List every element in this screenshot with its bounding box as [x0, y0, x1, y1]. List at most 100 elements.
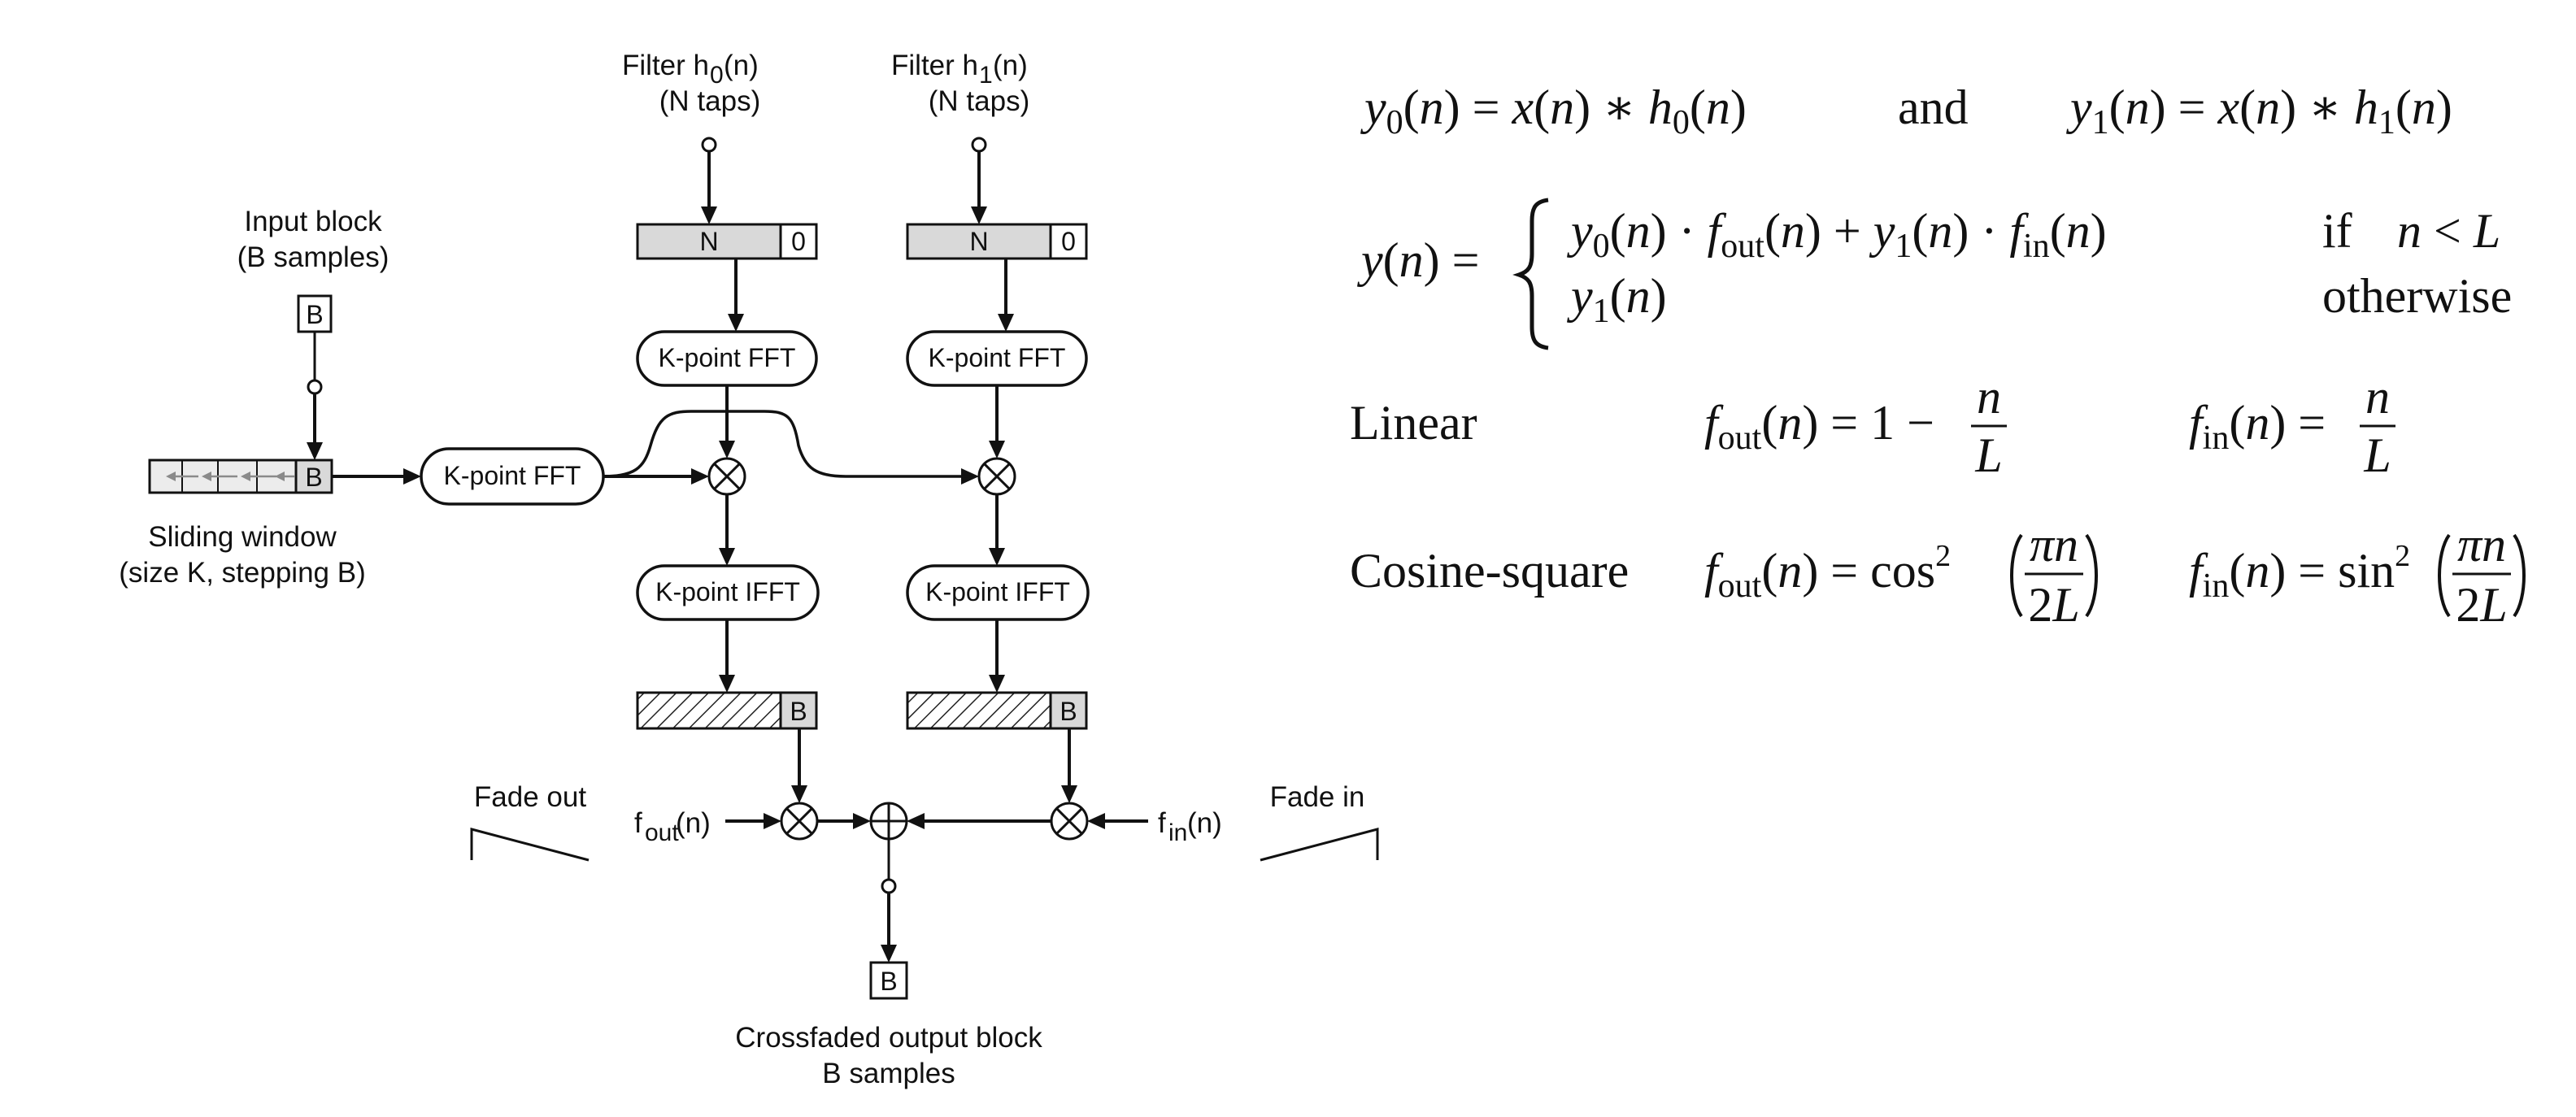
equation-connector-and: and — [1898, 80, 1969, 134]
ifft0-block: K-point IFFT — [636, 564, 820, 621]
svg-text:otherwise: otherwise — [2322, 269, 2512, 323]
svg-text:Input block: Input block — [244, 206, 382, 237]
svg-text:f: f — [1158, 807, 1166, 839]
fft-input-block: K-point FFT — [420, 447, 605, 506]
svg-text:in: in — [1168, 819, 1187, 846]
svg-text:K-point IFFT: K-point IFFT — [655, 577, 800, 606]
cosine-label: Cosine-square — [1350, 544, 1629, 598]
svg-text:n < L: n < L — [2397, 204, 2500, 258]
shift-arrow-head — [241, 472, 250, 481]
svg-text:(n): (n) — [1187, 807, 1222, 839]
filter-h0-label: Filter h 0 (n) (N taps) — [622, 50, 760, 117]
svg-text:0: 0 — [1061, 227, 1076, 256]
sum-node — [869, 802, 908, 841]
svg-text:L: L — [1974, 428, 2002, 482]
svg-text:out: out — [645, 819, 679, 846]
svg-text:B: B — [305, 463, 322, 492]
shift-arrow-head — [166, 472, 176, 481]
svg-text:0: 0 — [710, 62, 724, 89]
svg-text:K-point FFT: K-point FFT — [929, 343, 1066, 372]
fade-in-ramp — [1260, 828, 1379, 862]
svg-text:B: B — [1060, 697, 1077, 726]
svg-text:B: B — [880, 967, 897, 996]
shift-arrow-head — [202, 472, 211, 481]
svg-text:πn: πn — [2457, 518, 2506, 572]
svg-text:(B samples): (B samples) — [237, 241, 389, 273]
input-block-box: B — [297, 294, 333, 333]
input-block-node — [307, 379, 323, 395]
svg-text:y1(n): y1(n) — [1566, 269, 1667, 330]
arrowhead — [961, 468, 979, 485]
svg-text:Sliding window: Sliding window — [148, 521, 337, 553]
svg-text:0: 0 — [791, 227, 806, 256]
sliding-window-label: Sliding window (size K, stepping B) — [119, 521, 365, 589]
fade-out-ramp — [470, 828, 590, 862]
svg-text:Filter h: Filter h — [891, 50, 978, 81]
fin-label: f in (n) — [1158, 807, 1222, 846]
fft-to-mul1-path — [603, 410, 968, 478]
piecewise-equation: y(n) = y0(n) · fout(n) + y1(n) · fin(n) … — [1356, 198, 2512, 350]
svg-text:y1(n) = x(n) ∗ h1(n): y1(n) = x(n) ∗ h1(n) — [2065, 80, 2452, 141]
linear-crossfade-row: Linear fout(n) = 1 − n L fin(n) = n L — [1350, 370, 2395, 482]
svg-text:y0(n) · fout(n) + y1(n) · fi: y0(n) · fout(n) + y1(n) · fin(n) — [1566, 204, 2107, 265]
fade-out-multiply-node — [780, 802, 819, 841]
svg-text:fout(n) = 1 −: fout(n) = 1 − — [1704, 396, 1934, 457]
svg-text:K-point IFFT: K-point IFFT — [925, 577, 1070, 606]
svg-text:f: f — [634, 807, 642, 839]
filter-h0-buffer: N 0 — [636, 223, 818, 260]
svg-text:πn: πn — [2030, 518, 2078, 572]
output-label: Crossfaded output block B samples — [735, 1022, 1042, 1089]
filter-h1-tap-node — [971, 137, 987, 153]
fade-in-title: Fade in — [1270, 781, 1365, 813]
svg-text:B: B — [306, 300, 323, 329]
cosine-crossfade-row: Cosine-square fout(n) = cos2 πn 2L fin(n… — [1350, 518, 2526, 632]
svg-text:(size K, stepping B): (size K, stepping B) — [119, 557, 365, 589]
svg-text:Filter h: Filter h — [622, 50, 709, 81]
svg-text:1: 1 — [979, 62, 993, 89]
svg-text:K-point FFT: K-point FFT — [659, 343, 796, 372]
filter-h1-buffer: N 0 — [906, 223, 1088, 260]
output-block-box: B — [869, 961, 908, 1000]
svg-text:fin(n) = sin2: fin(n) = sin2 — [2189, 539, 2410, 605]
svg-text:y0(n) = x(n) ∗ h0(n): y0(n) = x(n) ∗ h0(n) — [1360, 80, 1747, 141]
svg-text:N: N — [969, 227, 988, 256]
svg-text:(n): (n) — [993, 50, 1028, 81]
multiply-node-1 — [977, 457, 1016, 496]
svg-text:fout(n) = cos2: fout(n) = cos2 — [1704, 539, 1951, 605]
svg-text:if: if — [2322, 204, 2352, 258]
svg-text:(N taps): (N taps) — [929, 85, 1029, 117]
multiply-node-0 — [707, 457, 746, 496]
svg-text:N: N — [699, 227, 718, 256]
svg-text:2L: 2L — [2028, 578, 2079, 632]
overlap-buffer-1: B — [906, 691, 1088, 730]
svg-text:(n): (n) — [724, 50, 759, 81]
svg-text:n: n — [1977, 370, 2001, 424]
svg-text:(N taps): (N taps) — [659, 85, 760, 117]
svg-text:fin(n) =: fin(n) = — [2189, 396, 2326, 457]
svg-text:L: L — [2363, 428, 2391, 482]
svg-text:B samples: B samples — [822, 1058, 955, 1089]
linear-label: Linear — [1350, 396, 1477, 450]
svg-text:Crossfaded output block: Crossfaded output block — [735, 1022, 1042, 1054]
svg-text:K-point FFT: K-point FFT — [444, 461, 581, 490]
ifft1-block: K-point IFFT — [906, 564, 1090, 621]
sliding-window-shift-arrows — [166, 472, 294, 481]
fade-out-title: Fade out — [474, 781, 586, 813]
convolution-equations: y0(n) = x(n) ∗ h0(n) and y1(n) = x(n) ∗ … — [1360, 80, 2452, 141]
input-block-label: Input block (B samples) — [237, 206, 389, 273]
filter-h1-label: Filter h 1 (n) (N taps) — [891, 50, 1029, 117]
svg-text:2L: 2L — [2456, 578, 2507, 632]
shift-arrow-head — [275, 472, 285, 481]
filter-h0-tap-node — [701, 137, 717, 153]
fout-label: f out (n) — [634, 807, 711, 846]
svg-text:n: n — [2365, 370, 2390, 424]
piecewise-brace — [1512, 198, 1549, 350]
overlap-buffer-0: B — [636, 691, 818, 730]
output-node — [881, 878, 897, 894]
svg-text:(n): (n) — [676, 807, 711, 839]
svg-text:B: B — [790, 697, 807, 726]
fade-in-multiply-node — [1050, 802, 1089, 841]
svg-text:y(n) =: y(n) = — [1356, 233, 1479, 287]
fft-h1-block: K-point FFT — [906, 330, 1088, 387]
